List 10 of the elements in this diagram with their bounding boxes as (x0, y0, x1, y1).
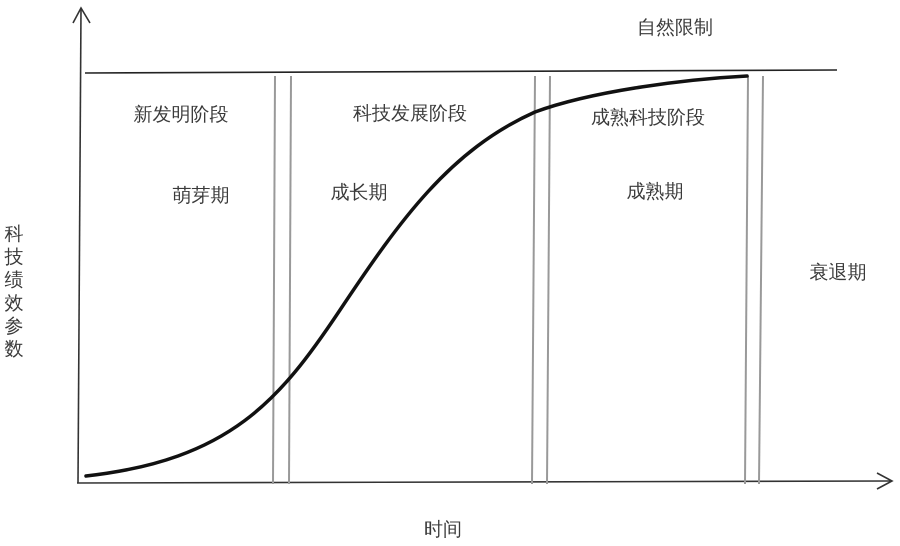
period-label: 衰退期 (810, 264, 866, 282)
period-label: 成熟期 (626, 182, 684, 202)
stage-label: 成熟科技阶段 (591, 108, 705, 128)
limit-label: 自然限制 (637, 18, 713, 38)
stage-label: 新发明阶段 (134, 106, 228, 124)
axis-title: 时间 (424, 520, 462, 540)
period-label: 成长期 (330, 184, 388, 202)
period-label: 萌芽期 (172, 186, 230, 206)
stage-label: 科技发展阶段 (353, 104, 467, 124)
axis-title: 科技绩效参数 (4, 223, 24, 361)
